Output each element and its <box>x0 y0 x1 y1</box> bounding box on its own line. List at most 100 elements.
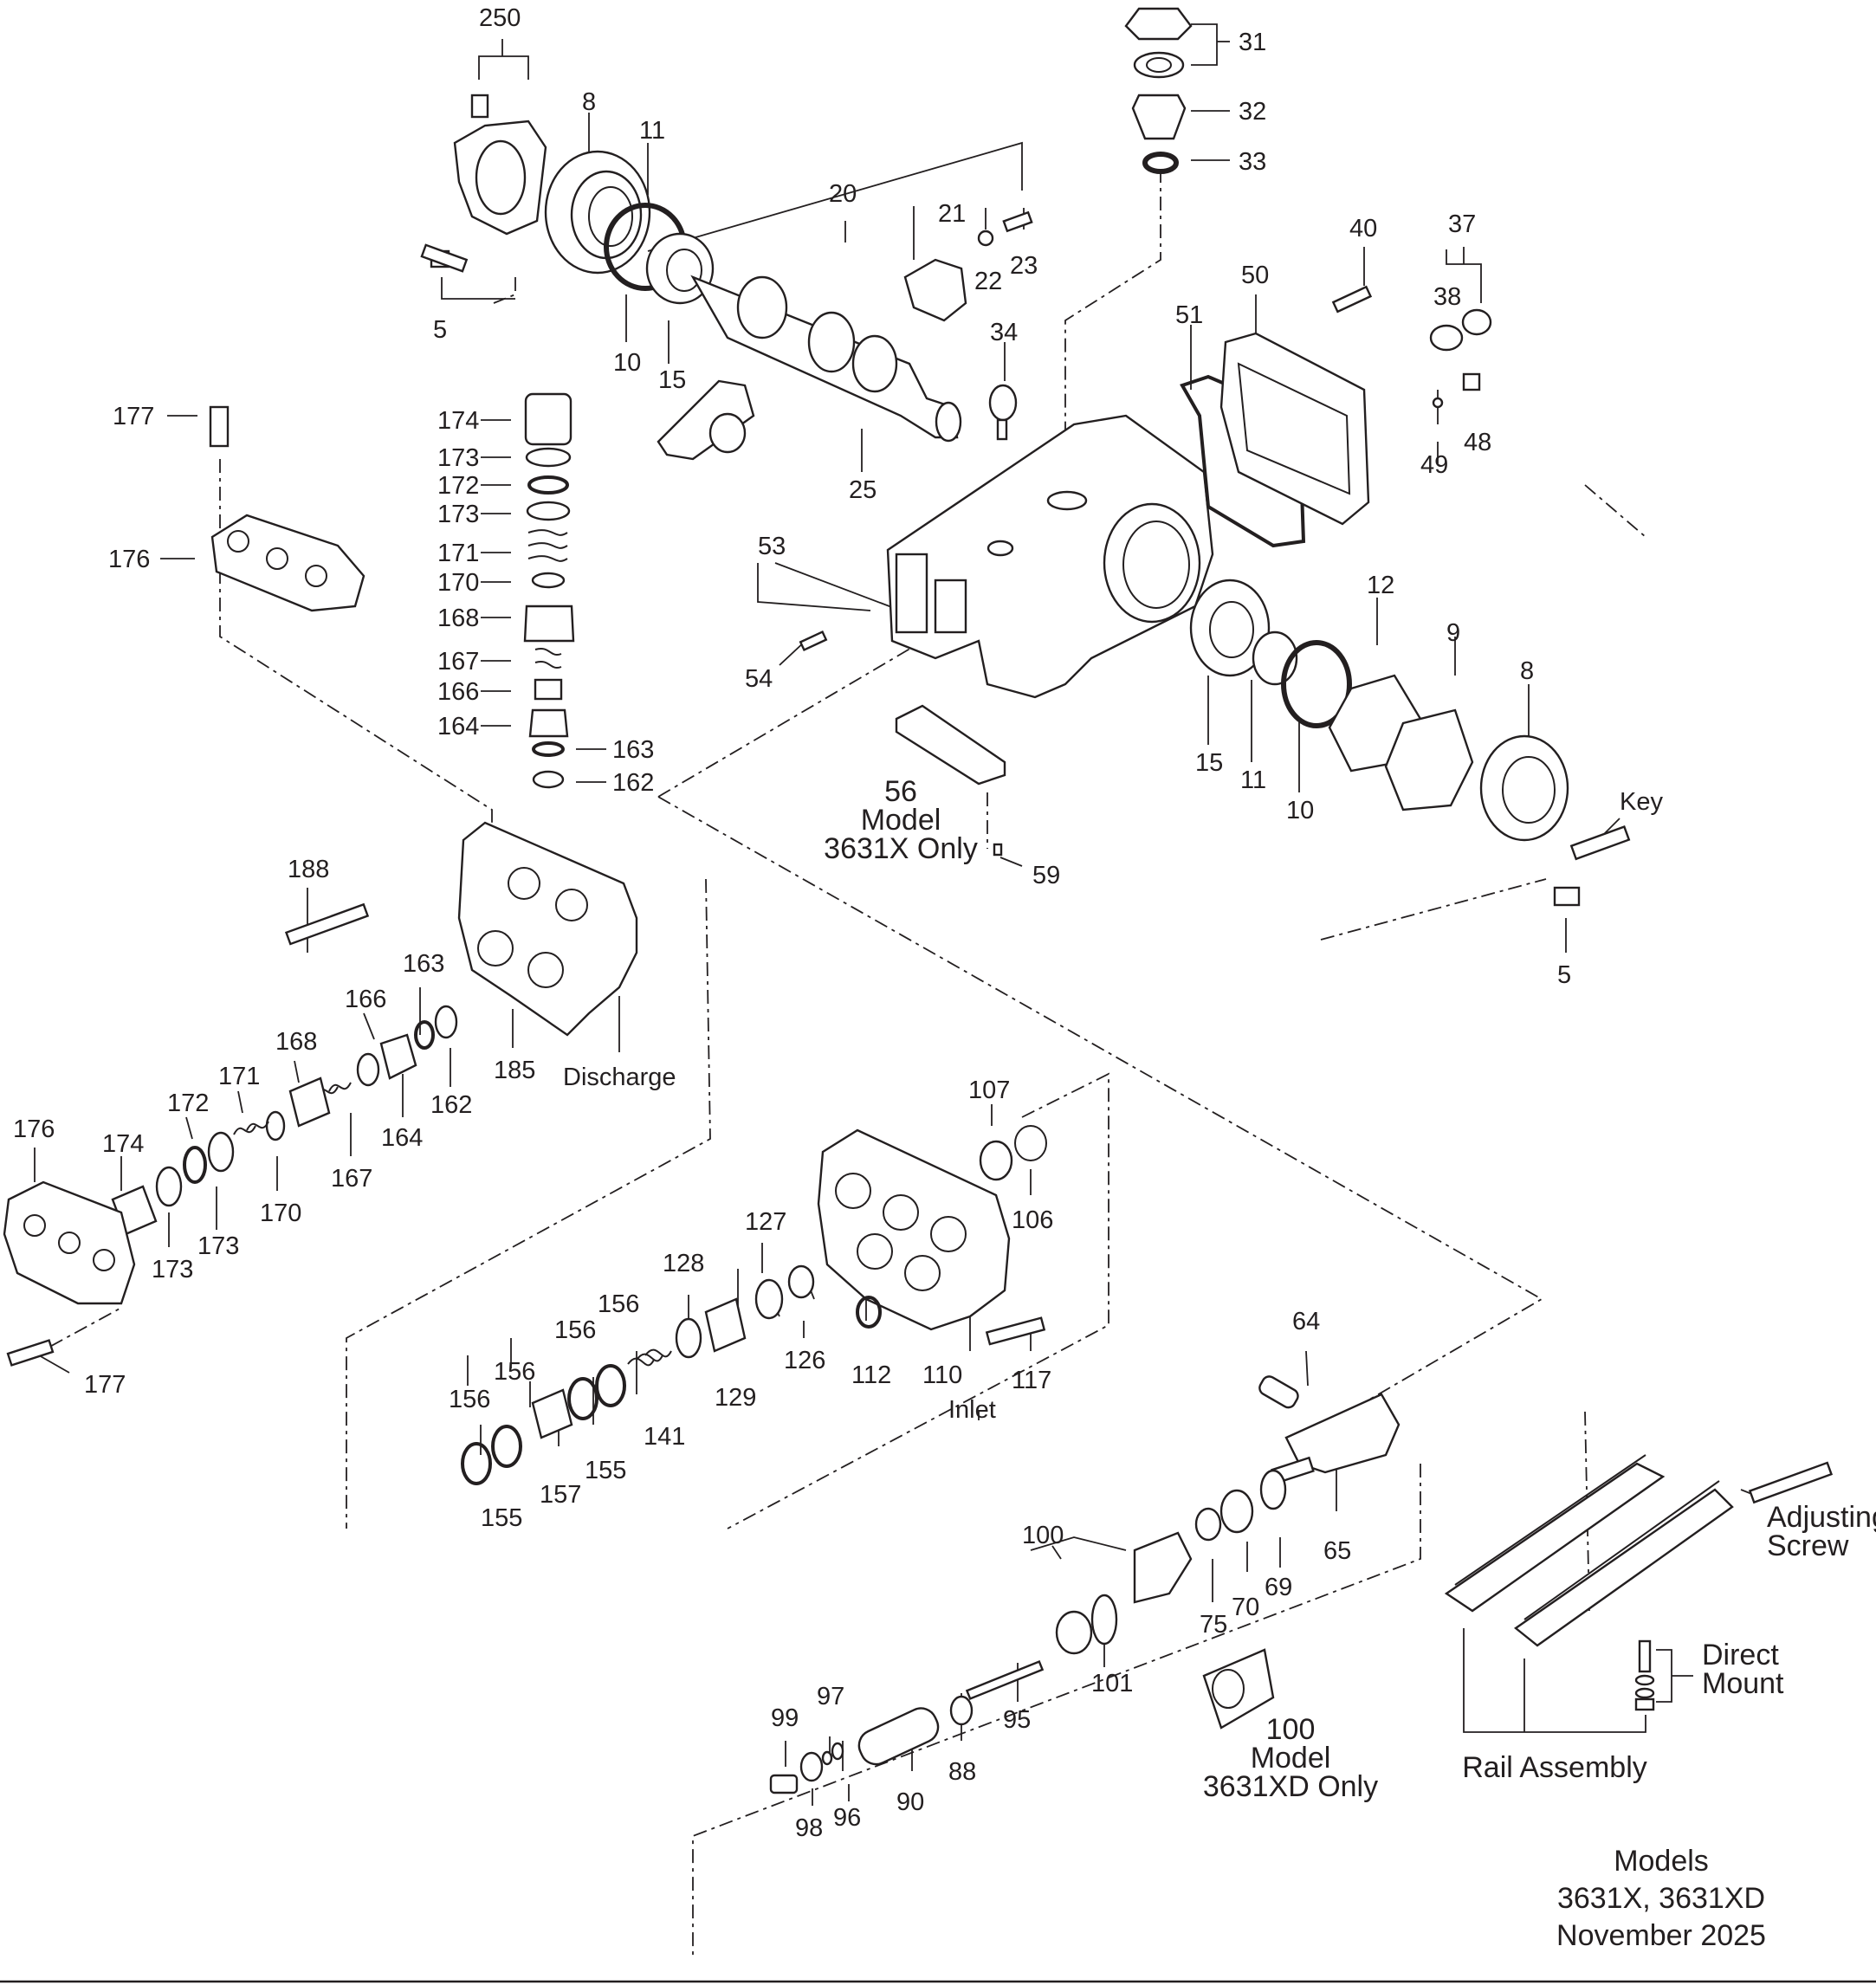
callout-170-mid: 170 <box>260 1199 301 1227</box>
callout-100-top: 100 <box>1022 1522 1064 1549</box>
callout-53: 53 <box>758 533 786 560</box>
footer-models: Models <box>1614 1845 1709 1878</box>
callout-177-top: 177 <box>113 403 154 430</box>
callout-25: 25 <box>849 476 877 504</box>
callout-157: 157 <box>540 1481 581 1509</box>
callout-117: 117 <box>1012 1367 1051 1394</box>
callout-100-bottom: 100 <box>1266 1713 1316 1746</box>
callout-107: 107 <box>968 1077 1010 1104</box>
callout-22: 22 <box>974 268 1002 295</box>
callout-173-mid-a: 173 <box>152 1256 193 1283</box>
callout-51: 51 <box>1175 301 1203 329</box>
callout-48: 48 <box>1464 429 1491 456</box>
callout-162-top: 162 <box>612 769 654 797</box>
assembly-center-lines <box>25 169 1646 1957</box>
model-footer: Models 3631X, 3631XD November 2025 <box>1556 1845 1766 1952</box>
callout-rail-assembly: Rail Assembly <box>1462 1751 1647 1784</box>
callout-key: Key <box>1620 788 1663 816</box>
part-rail-assembly <box>1444 1454 1834 1711</box>
part-5-bolt-top <box>420 243 469 273</box>
callout-11: 11 <box>639 117 665 145</box>
callout-128: 128 <box>663 1250 704 1277</box>
callout-100-only: 3631XD Only <box>1203 1770 1378 1803</box>
callout-12: 12 <box>1367 572 1394 599</box>
callout-adjusting: Adjusting <box>1767 1501 1876 1534</box>
callout-156-c: 156 <box>494 1358 535 1386</box>
callout-20: 20 <box>829 180 857 208</box>
callout-171-top: 171 <box>437 540 479 567</box>
callout-21: 21 <box>938 200 966 228</box>
callout-156-a: 156 <box>598 1290 639 1318</box>
part-21-22-23-rod-hardware <box>977 210 1033 247</box>
callout-126: 126 <box>784 1347 825 1374</box>
part-250-flange-cover <box>430 94 547 268</box>
footer-date: November 2025 <box>1556 1919 1766 1952</box>
callout-56-model: Model <box>861 804 941 837</box>
callout-23: 23 <box>1010 252 1038 280</box>
callout-69: 69 <box>1265 1574 1292 1601</box>
callout-adjusting-screw: Screw <box>1767 1529 1849 1562</box>
part-31-32-33-fill-plug <box>1124 7 1193 174</box>
callout-5-top: 5 <box>433 316 447 344</box>
callout-96: 96 <box>833 1804 861 1832</box>
part-horizontal-discharge-valve-stack <box>111 1005 458 1236</box>
callout-101: 101 <box>1091 1670 1133 1697</box>
callout-65: 65 <box>1323 1537 1351 1565</box>
callout-50: 50 <box>1241 262 1269 289</box>
part-176-discharge-manifold-top <box>209 405 365 612</box>
callout-129: 129 <box>715 1384 756 1412</box>
callout-88: 88 <box>948 1758 976 1786</box>
part-176-177-discharge-manifold-lower <box>3 1180 136 1367</box>
callout-164-top: 164 <box>437 713 479 740</box>
callout-56-only: 3631X Only <box>824 832 978 865</box>
callout-156-b: 156 <box>554 1316 596 1344</box>
callout-labels: 250 8 11 20 21 22 23 5 10 15 25 34 31 32… <box>13 4 1876 1842</box>
callout-59: 59 <box>1032 862 1060 889</box>
callout-166-top: 166 <box>437 678 479 706</box>
callout-155-a: 155 <box>585 1457 626 1484</box>
callout-70: 70 <box>1232 1594 1259 1621</box>
callout-163-top: 163 <box>612 736 654 764</box>
callout-56: 56 <box>884 775 917 808</box>
callout-172-top: 172 <box>437 472 479 500</box>
part-25-crankshaft <box>690 275 962 443</box>
callout-49: 49 <box>1420 451 1448 479</box>
callout-97: 97 <box>817 1683 844 1710</box>
callout-5-right: 5 <box>1557 961 1571 989</box>
callout-99: 99 <box>771 1704 799 1732</box>
callout-168-top: 168 <box>437 605 479 632</box>
callout-166-mid: 166 <box>345 986 386 1013</box>
callout-100-model: Model <box>1251 1742 1331 1775</box>
callout-11-right: 11 <box>1240 766 1266 794</box>
part-185-discharge-manifold <box>457 821 638 1037</box>
callout-188: 188 <box>288 856 329 883</box>
part-188-bolt <box>284 902 370 946</box>
callout-10-top: 10 <box>613 349 641 377</box>
callout-127: 127 <box>745 1208 786 1236</box>
callout-15-top: 15 <box>658 366 686 394</box>
callout-172-mid: 172 <box>167 1089 209 1117</box>
callout-106: 106 <box>1012 1206 1053 1234</box>
callout-141: 141 <box>644 1423 685 1451</box>
callout-171-mid: 171 <box>218 1063 260 1090</box>
callout-173-top-a: 173 <box>437 444 479 472</box>
callout-173-mid-b: 173 <box>197 1232 239 1260</box>
callout-34: 34 <box>990 319 1018 346</box>
callout-direct-mount: Mount <box>1702 1667 1784 1700</box>
callout-176-mid: 176 <box>13 1115 55 1143</box>
callout-54: 54 <box>745 665 773 693</box>
part-8-bearing-cover <box>544 150 651 275</box>
callout-32: 32 <box>1239 98 1266 126</box>
callout-90: 90 <box>896 1788 924 1816</box>
callout-112: 112 <box>851 1361 891 1389</box>
callout-direct: Direct <box>1702 1639 1779 1671</box>
callout-75: 75 <box>1200 1611 1227 1639</box>
callout-162-mid: 162 <box>430 1091 472 1119</box>
part-40-bolt <box>1331 285 1373 314</box>
callout-163-mid: 163 <box>403 950 444 978</box>
callout-98: 98 <box>795 1814 823 1842</box>
callout-250: 250 <box>479 4 521 32</box>
callout-8: 8 <box>582 88 596 116</box>
callout-164-mid: 164 <box>381 1124 423 1152</box>
